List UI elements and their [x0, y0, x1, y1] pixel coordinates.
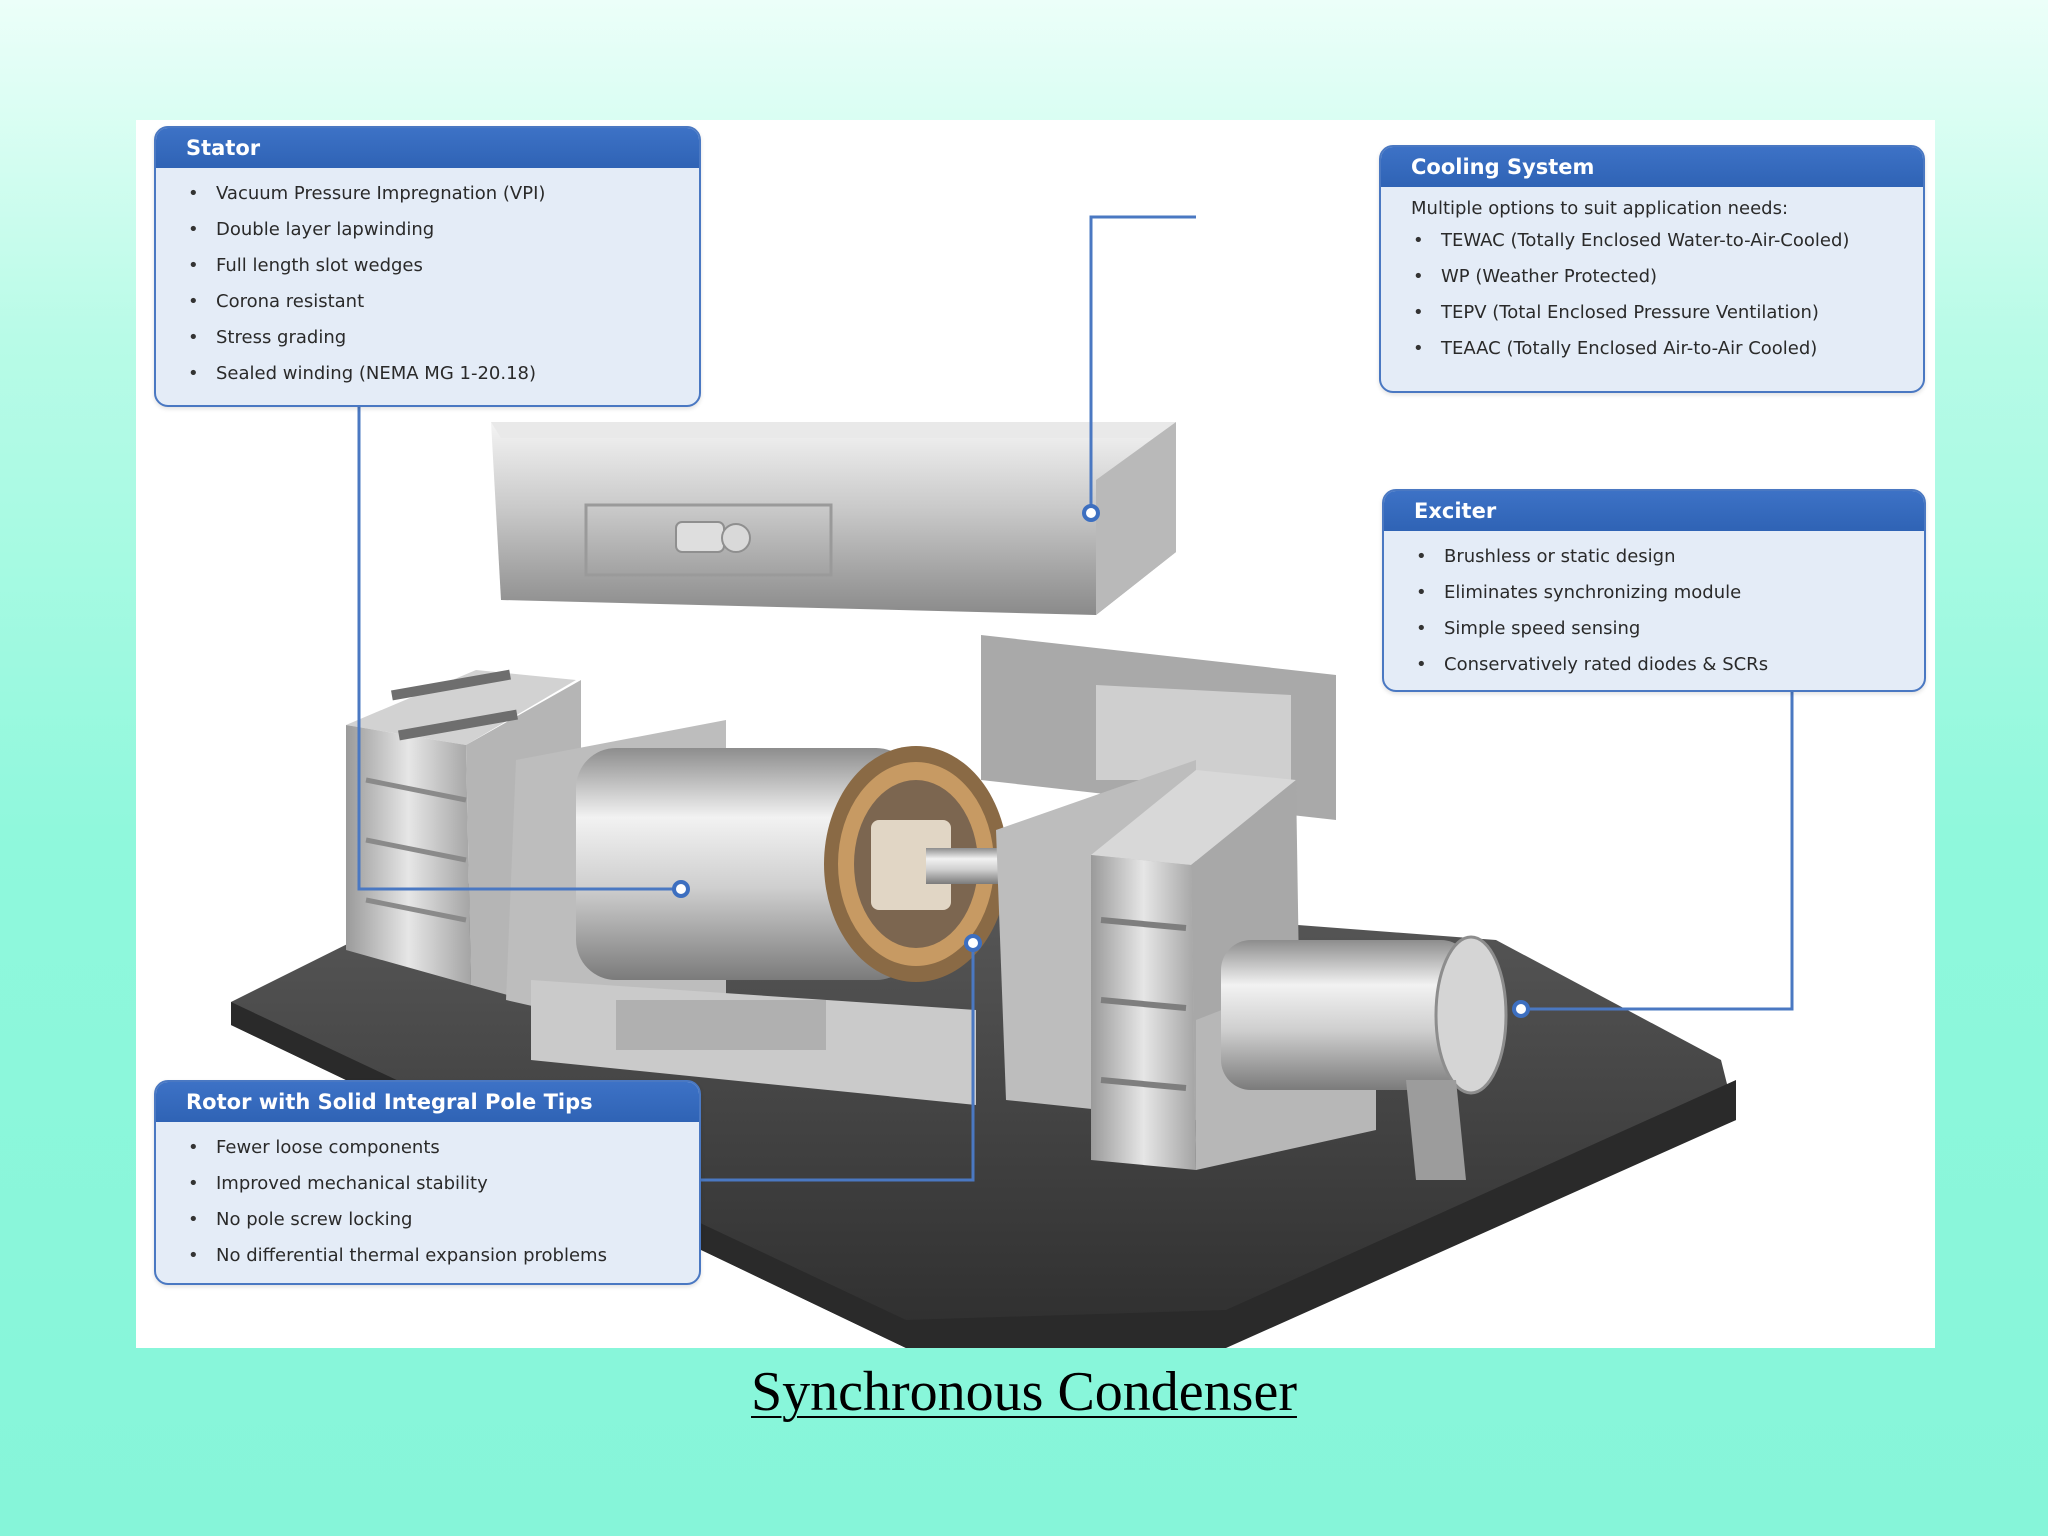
list-item: Conservatively rated diodes & SCRs	[1384, 647, 1924, 683]
stator-callout: Stator Vacuum Pressure Impregnation (VPI…	[154, 126, 701, 407]
list-item: TEAAC (Totally Enclosed Air-to-Air Coole…	[1381, 331, 1923, 367]
list-item: No differential thermal expansion proble…	[156, 1238, 699, 1274]
rotor-callout: Rotor with Solid Integral Pole Tips Fewe…	[154, 1080, 701, 1285]
caption-text: Synchronous Condenser	[751, 1361, 1297, 1423]
leader-dots	[672, 504, 1530, 1018]
list-item: TEWAC (Totally Enclosed Water-to-Air-Coo…	[1381, 223, 1923, 259]
cooling-system-callout: Cooling System Multiple options to suit …	[1379, 145, 1925, 393]
stator-base-frame	[531, 980, 976, 1105]
list-item: Vacuum Pressure Impregnation (VPI)	[156, 176, 699, 212]
list-item: Improved mechanical stability	[156, 1166, 699, 1202]
exciter-callout: Exciter Brushless or static design Elimi…	[1382, 489, 1926, 692]
exciter-leader-dot	[1512, 1000, 1530, 1018]
cooling-leader-dot	[1082, 504, 1100, 522]
condenser-diagram: Stator Vacuum Pressure Impregnation (VPI…	[136, 120, 1935, 1348]
list-item: Eliminates synchronizing module	[1384, 575, 1924, 611]
stator-leader	[357, 407, 681, 891]
stator-leader-dot	[672, 880, 690, 898]
rotor-leader	[701, 943, 975, 1182]
exciter-leader	[1521, 692, 1794, 1011]
stator-list: Vacuum Pressure Impregnation (VPI) Doubl…	[156, 168, 699, 392]
list-item: Simple speed sensing	[1384, 611, 1924, 647]
exciter-title: Exciter	[1384, 491, 1924, 531]
rotor-title: Rotor with Solid Integral Pole Tips	[156, 1082, 699, 1122]
list-item: Sealed winding (NEMA MG 1-20.18)	[156, 356, 699, 392]
exciter-list: Brushless or static design Eliminates sy…	[1384, 531, 1924, 683]
list-item: TEPV (Total Enclosed Pressure Ventilatio…	[1381, 295, 1923, 331]
list-item: No pole screw locking	[156, 1202, 699, 1238]
figure-caption: Synchronous Condenser	[0, 1360, 2048, 1424]
list-item: Stress grading	[156, 320, 699, 356]
rotor-list: Fewer loose components Improved mechanic…	[156, 1122, 699, 1274]
list-item: Corona resistant	[156, 284, 699, 320]
machine-illustration	[231, 215, 1794, 1348]
list-item: Double layer lapwinding	[156, 212, 699, 248]
stator-title: Stator	[156, 128, 699, 168]
exciter-cylinder	[1221, 935, 1508, 1180]
rotor-leader-dot	[964, 934, 982, 952]
cooling-system-intro: Multiple options to suit application nee…	[1411, 198, 1789, 219]
list-item: WP (Weather Protected)	[1381, 259, 1923, 295]
list-item: Full length slot wedges	[156, 248, 699, 284]
list-item: Fewer loose components	[156, 1130, 699, 1166]
cooler-housing	[491, 422, 1176, 615]
cooling-leader	[1089, 215, 1196, 513]
cooling-system-list: TEWAC (Totally Enclosed Water-to-Air-Coo…	[1381, 221, 1923, 367]
cooling-system-title: Cooling System	[1381, 147, 1923, 187]
exciter-back-panel	[981, 635, 1336, 820]
list-item: Brushless or static design	[1384, 539, 1924, 575]
leader-lines	[357, 215, 1794, 1182]
